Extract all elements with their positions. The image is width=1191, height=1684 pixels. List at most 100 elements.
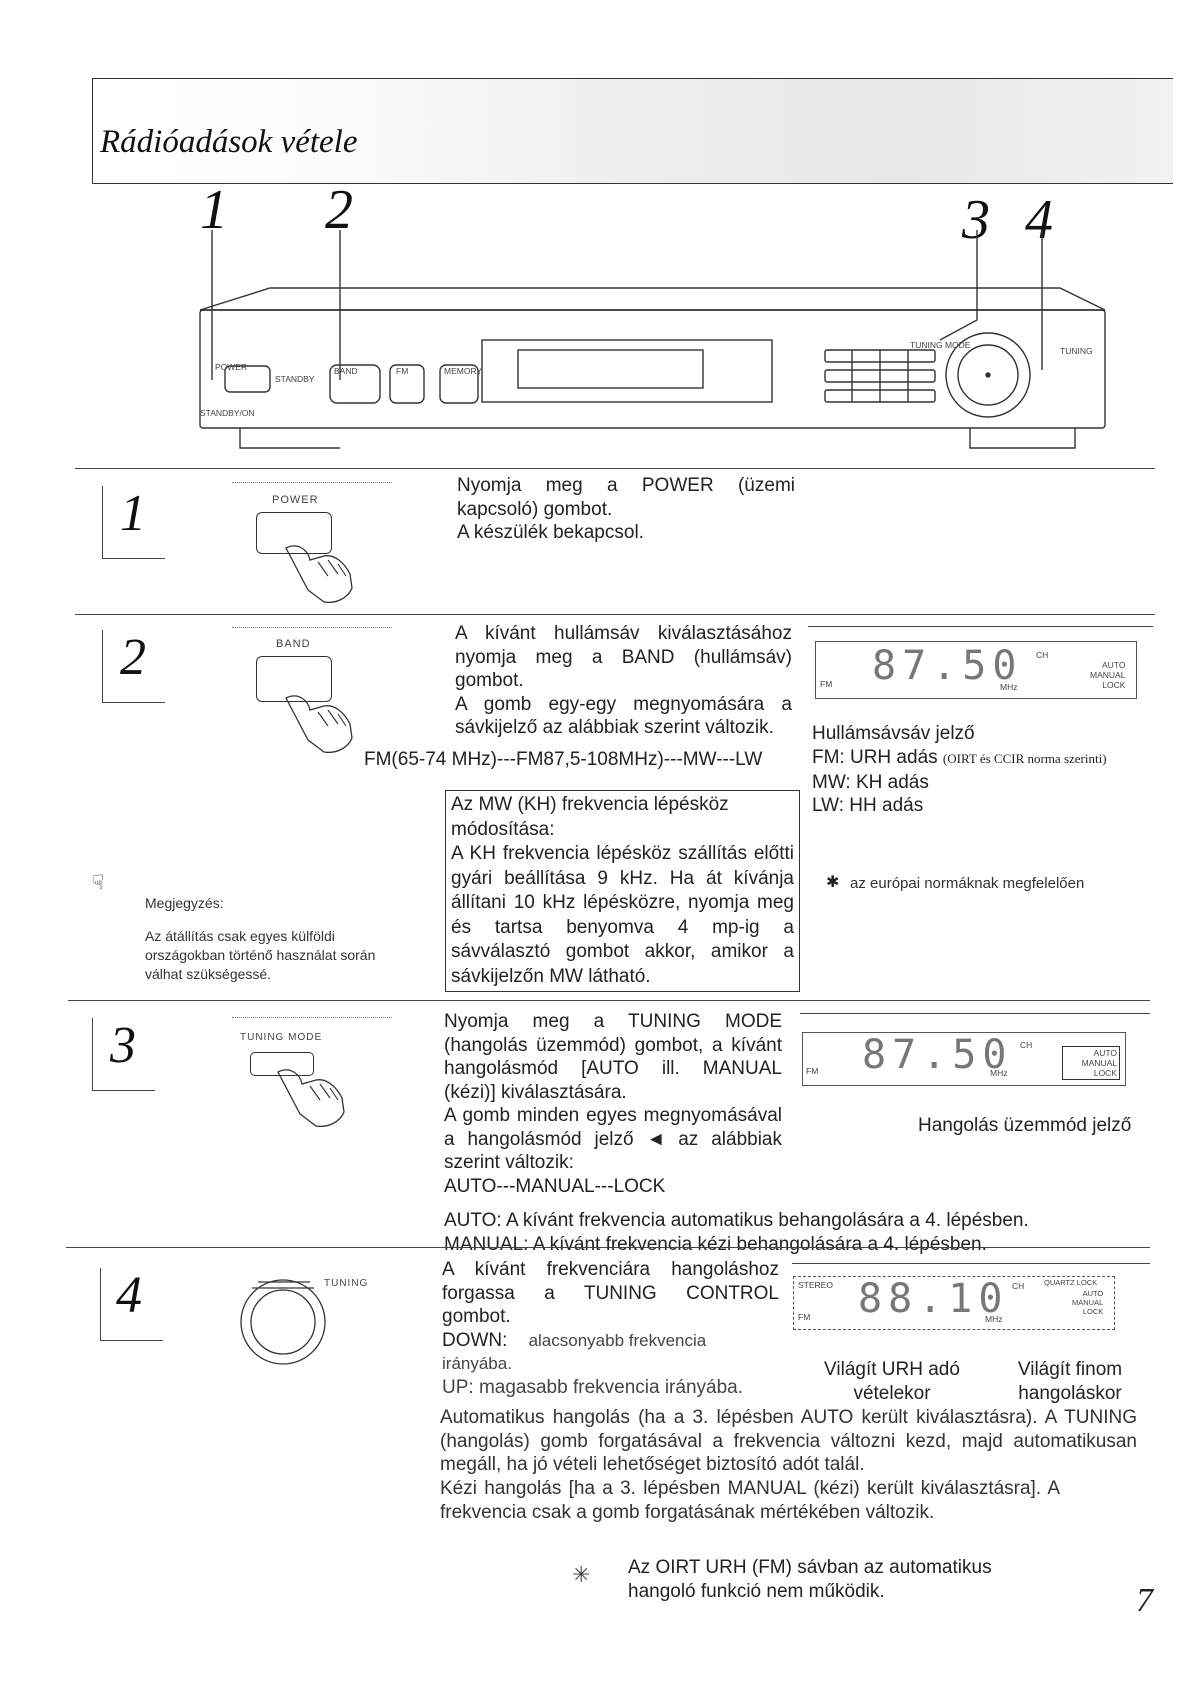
device-band-label: BAND [334,366,358,376]
tuning-mode-display [802,1032,1126,1086]
display-fm-indicator: FM [820,679,833,689]
display-modes: AUTO MANUAL LOCK [1072,1289,1103,1316]
mw-step-box: Az MW (KH) frekvencia lépésköz módosítás… [445,790,800,992]
divider [808,626,1153,627]
divider [232,1017,392,1018]
mode-manual: MANUAL [1090,670,1126,680]
band-mw: MW: KH adás [812,771,929,793]
european-note: az európai normáknak megfelelően [850,875,1085,892]
callout-4: 4 [1025,189,1053,251]
step-1-text: Nyomja meg a POWER (üzemi kapcsoló) gomb… [457,474,795,545]
footnote: Az OIRT URH (FM) sávban az automatikus h… [628,1557,992,1602]
step-3-paragraph: A gomb minden egyes megnyomásával a hang… [444,1105,782,1173]
mode-lock: LOCK [1102,680,1126,690]
auto-tuning-paragraph: Automatikus hangolás (ha a 3. lépésben A… [440,1407,1137,1475]
display-stereo: STEREO [798,1280,833,1290]
mode-auto: AUTO [1093,1048,1117,1058]
callout-1: 1 [200,179,228,241]
tuning-mode-button-illustration [250,1052,314,1076]
display-modes: AUTO MANUAL LOCK [1090,660,1125,690]
step-2-text: A kívánt hullámsáv kiválasztásához nyomj… [455,622,792,740]
device-tuning-mode-label: TUNING MODE [910,340,971,350]
step-3-button-label: TUNING MODE [240,1032,323,1043]
band-fm: FM: URH adás (OIRT és CCIR norma szerint… [812,746,1107,771]
caption-fine-line: Világít finom [1017,1359,1123,1380]
caption-fine-line: hangoláskor [1018,1382,1122,1404]
step-1-button-label: POWER [272,494,319,506]
step-4-down: DOWN: alacsonyabb frekvencia irányába. [442,1329,779,1376]
note-title: Megjegyzés: [145,895,224,911]
down-label: DOWN: [442,1329,508,1351]
step-4-text: A kívánt frekvenciára hangoláshoz forgas… [442,1258,779,1399]
display-ch: CH [1020,1040,1033,1050]
band-button-illustration [256,656,332,702]
callout-3: 3 [962,189,990,251]
caption-stereo-line: vételekor [853,1382,931,1404]
device-tuning-label: TUNING [1060,346,1093,356]
band-lw: LW: HH adás [812,795,924,816]
tuning-mode-indicator-caption: Hangolás üzemmód jelző [918,1115,1132,1136]
hand-icon [285,695,353,754]
step-4-up: UP: magasabb frekvencia irányába. [442,1376,743,1398]
divider [232,627,392,628]
bands-list: FM: URH adás (OIRT és CCIR norma szerint… [812,746,1107,818]
mw-box-body: A KH frekvencia lépésköz szállítás előtt… [451,843,794,987]
step-1-box [102,486,165,559]
device-fm-label: FM [396,366,409,376]
band-indicator-caption: Hullámsávsáv jelző [812,723,975,744]
step-4-box [100,1268,163,1341]
tuning-knob-illustration [240,1279,326,1365]
mode-auto: AUTO [1082,1289,1104,1298]
power-button-illustration [256,512,332,554]
divider [75,614,1155,615]
step-2-button-label: BAND [276,638,311,650]
step-2-box [102,630,165,703]
step-4-number: 4 [116,1267,142,1324]
divider [800,1013,1150,1014]
step-3-paragraph: Nyomja meg a TUNING MODE (hangolás üzemm… [444,1011,782,1103]
hand-icon [285,545,353,604]
step-2-paragraph: A kívánt hullámsáv kiválasztásához nyomj… [455,623,792,691]
display-frequency: 87.50 [872,643,1023,689]
page-title: Rádióadások vétele [100,124,358,160]
divider [66,1247,1150,1248]
display-modes: AUTO MANUAL LOCK [1062,1046,1120,1080]
mode-lock: LOCK [1093,1068,1117,1078]
step-3-box [92,1018,155,1091]
down-text: alacsonyabb frekvencia irányába. [442,1330,707,1374]
step-4-button-label: TUNING [324,1278,369,1289]
star-icon: ✱ [826,874,840,891]
divider [68,1000,1150,1001]
header-banner [92,78,1173,184]
caption-stereo: Világít URH adó vételekor [802,1358,982,1405]
divider [232,482,392,483]
step-3-auto-line: AUTO: A kívánt frekvencia automatikus be… [444,1210,1029,1231]
divider [75,468,1155,469]
device-standby-on-label: STANDBY/ON [200,408,255,418]
band-fm-note: (OIRT és CCIR norma szerinti) [942,751,1107,766]
step-2-paragraph: A gomb egy-egy megnyomására a sávkijelző… [455,693,792,739]
hand-icon [277,1069,345,1128]
step-4-paragraph: A kívánt frekvenciára hangoláshoz forgas… [442,1259,779,1327]
device-memory-label: MEMORY [444,366,483,376]
tuning-display [793,1276,1115,1330]
display-quartz: QUARTZ LOCK [1044,1278,1098,1287]
display-unit: MHz [1000,682,1018,692]
band-sequence: FM(65-74 MHz)---FM87,5-108MHz)---MW---LW [364,749,763,770]
step-1-number: 1 [120,485,146,542]
display-fm-indicator: FM [798,1312,811,1322]
mode-lock: LOCK [1082,1307,1104,1316]
callout-2: 2 [325,179,353,241]
step-1-paragraph: A készülék bekapcsol. [457,522,644,543]
mw-box-title: Az MW (KH) frekvencia lépésköz módosítás… [451,794,729,840]
display-unit: MHz [985,1314,1003,1324]
display-frequency: 87.50 [862,1032,1013,1078]
note: Megjegyzés: Az átállítás csak egyes külf… [145,880,385,998]
display-frequency: 88.10 [858,1276,1009,1322]
step-3-text: Nyomja meg a TUNING MODE (hangolás üzemm… [444,1010,782,1198]
mode-auto: AUTO [1101,660,1126,670]
step-3-manual-line: MANUAL: A kívánt frekvencia kézi behango… [444,1234,987,1255]
display-ch: CH [1012,1281,1025,1291]
tuner-illustration [199,230,1106,449]
step-3-number: 3 [110,1017,136,1074]
